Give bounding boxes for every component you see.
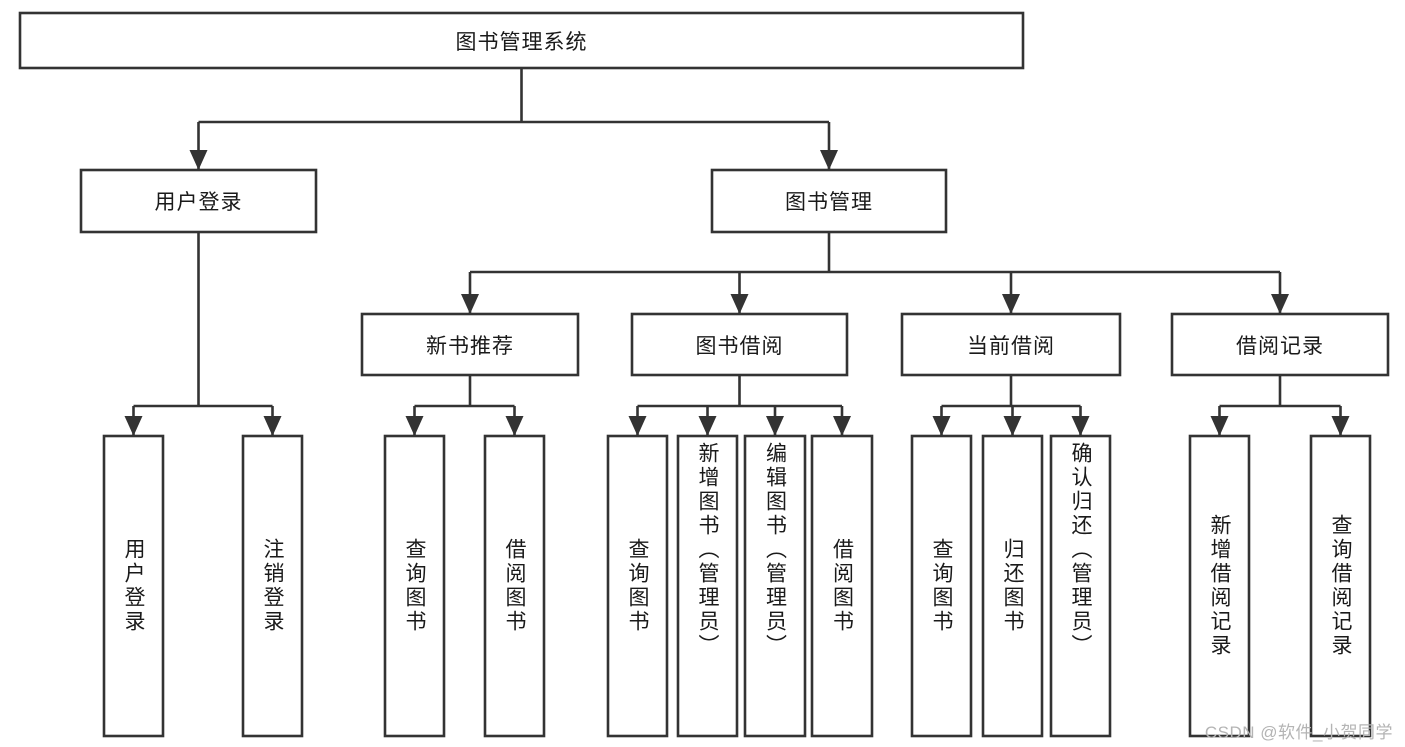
arrow-head-icon [189,150,208,170]
node-box-leaf-user-logout[interactable] [241,434,304,738]
arrow-head-icon [405,416,424,436]
node-box-borrow-record[interactable] [1170,312,1390,377]
arrow-head-icon [263,416,282,436]
arrow-head-icon [1003,416,1022,436]
node-box-root[interactable] [18,11,1025,70]
node-box-leaf-user-login[interactable] [102,434,165,738]
arrow-head-icon [1331,416,1350,436]
watermark-text: CSDN @软件_小贺同学 [1204,723,1393,742]
node-box-new-book-recommend[interactable] [360,312,580,377]
node-box-leaf-current-return-book[interactable] [981,434,1044,738]
node-box-book-manage[interactable] [710,168,948,234]
node-box-leaf-current-query-book[interactable] [910,434,973,738]
node-box-leaf-borrow-edit-book[interactable] [743,434,807,738]
arrow-head-icon [820,150,838,170]
arrow-head-icon [505,416,524,436]
node-box-user-login[interactable] [79,168,318,234]
node-box-leaf-record-query[interactable] [1309,434,1372,738]
arrow-head-icon [1071,416,1090,436]
arrow-head-icon [698,416,717,436]
arrow-head-icon [833,416,851,436]
arrow-head-icon [124,416,143,436]
node-box-leaf-record-add[interactable] [1188,434,1251,738]
node-box-leaf-recommend-borrow-book[interactable] [483,434,546,738]
arrow-head-icon [628,416,647,436]
node-box-leaf-borrow-borrow-book[interactable] [810,434,874,738]
node-box-leaf-borrow-add-book[interactable] [676,434,739,738]
arrow-head-icon [1271,294,1289,314]
node-box-book-borrow[interactable] [630,312,849,377]
connectors-layer [124,68,1350,436]
arrow-head-icon [461,294,479,314]
arrow-head-icon [1002,294,1020,314]
boxes-layer [18,11,1390,738]
arrow-head-icon [932,416,951,436]
arrow-head-icon [766,416,784,436]
arrow-head-icon [1210,416,1229,436]
node-box-leaf-recommend-query-book[interactable] [383,434,446,738]
node-box-leaf-current-confirm-return[interactable] [1049,434,1112,738]
arrow-head-icon [730,294,749,314]
node-box-leaf-borrow-query-book[interactable] [606,434,669,738]
node-box-current-borrow[interactable] [900,312,1122,377]
